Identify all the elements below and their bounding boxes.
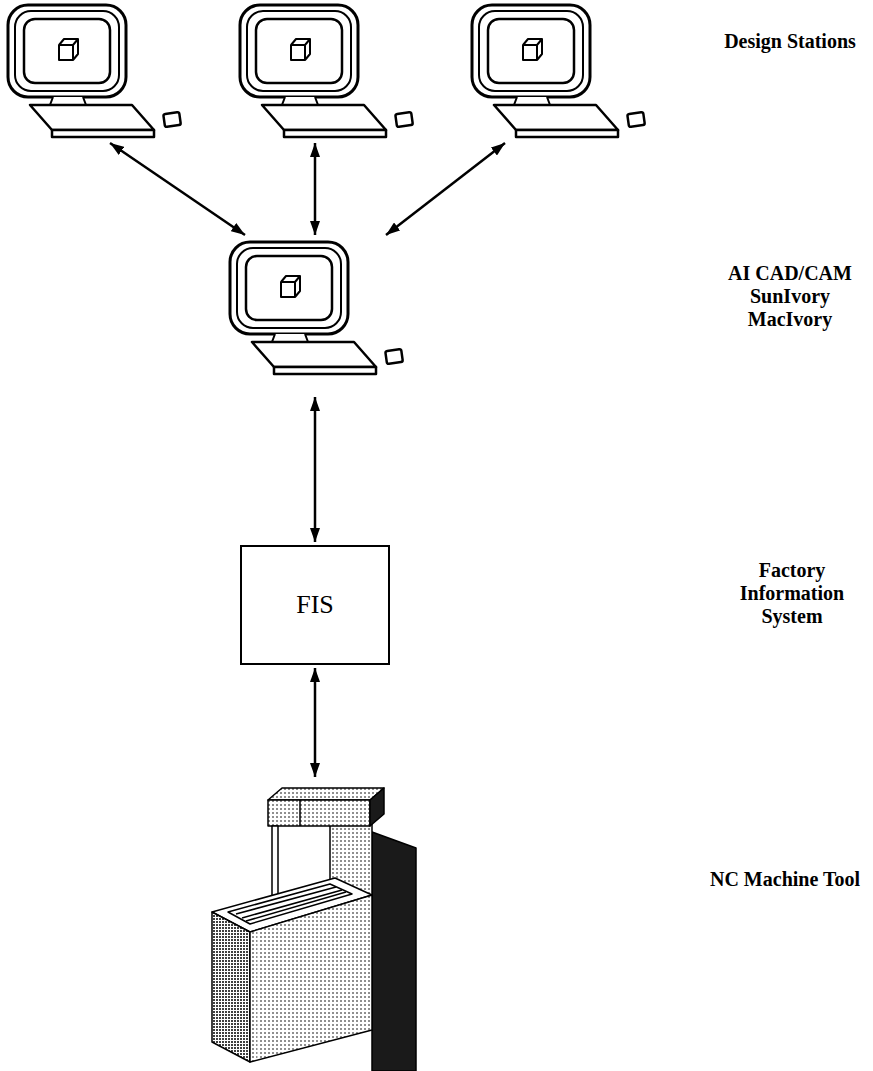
box-label: FIS: [296, 590, 334, 620]
design-station-icon: [240, 5, 413, 137]
ai-workstation: AI CAD/CAM SunIvory MacIvory: [228, 238, 413, 394]
design-stations-group: Design Stations: [0, 0, 873, 140]
design-station-icon: [8, 5, 181, 137]
nc-machine-tool: NC Machine Tool: [205, 780, 425, 1071]
connector-arrow: [110, 143, 245, 235]
process-box: FISFactory Information System: [240, 545, 390, 665]
side-label: Factory Information System: [714, 559, 870, 628]
side-label: NC Machine Tool: [702, 868, 868, 891]
side-label: Design Stations: [712, 30, 868, 53]
design-station-icon: [472, 5, 645, 137]
connector-arrow: [386, 143, 505, 235]
nc-machine-drawing: [212, 788, 416, 1071]
side-label: AI CAD/CAM SunIvory MacIvory: [712, 262, 868, 331]
workstation-icon: [230, 242, 403, 374]
connector-arrow: [314, 397, 317, 542]
connector-arrow: [314, 668, 317, 777]
connector-arrow: [314, 143, 317, 235]
